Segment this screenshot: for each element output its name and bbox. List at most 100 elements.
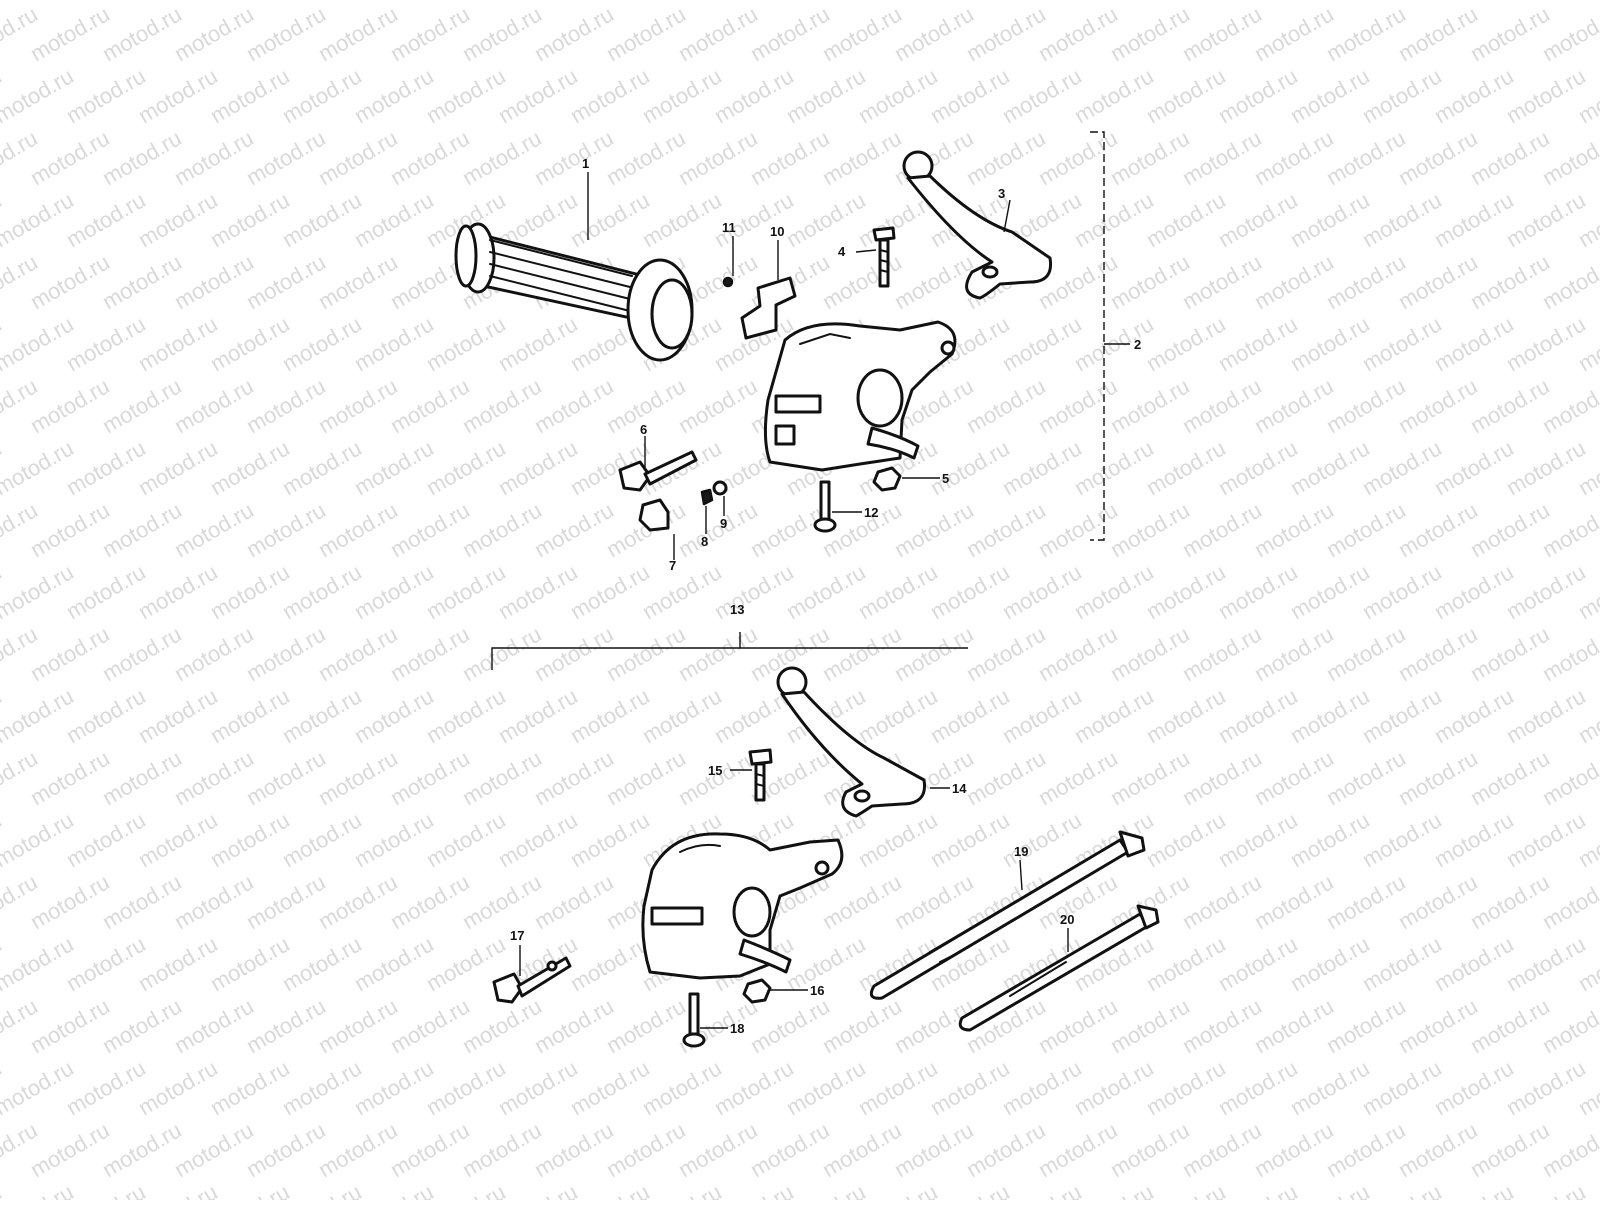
watermark-text: motod.ru: [206, 683, 294, 748]
watermark-text: motod.ru: [602, 1, 690, 66]
watermark-text: motod.ru: [278, 1055, 366, 1120]
watermark-text: motod.ru: [62, 63, 150, 128]
watermark-text: motod.ru: [638, 1055, 726, 1120]
watermark-text: motod.ru: [1430, 683, 1518, 748]
watermark-text: motod.ru: [674, 1117, 762, 1182]
watermark-text: motod.ru: [1358, 187, 1446, 252]
watermark-text: motod.ru: [1394, 869, 1482, 934]
watermark-text: motod.ru: [26, 249, 114, 314]
watermark-text: motod.ru: [1538, 1117, 1600, 1182]
watermark-text: motod.ru: [1106, 497, 1194, 562]
watermark-text: motod.ru: [890, 869, 978, 934]
watermark-text: motod.ru: [782, 1055, 870, 1120]
watermark-text: motod.ru: [782, 931, 870, 996]
watermark-text: motod.ru: [1178, 745, 1266, 810]
watermark-text: motod.ru: [1250, 621, 1338, 686]
watermark-text: motod.ru: [314, 249, 402, 314]
watermark-text: motod.ru: [206, 559, 294, 624]
watermark-text: motod.ru: [602, 1117, 690, 1182]
watermark-text: motod.ru: [0, 559, 78, 624]
watermark-text: motod.ru: [1250, 249, 1338, 314]
watermark-text: motod.ru: [0, 683, 78, 748]
watermark-text: motod.ru: [1070, 187, 1158, 252]
watermark-text: motod.ru: [926, 0, 1014, 4]
watermark-text: motod.ru: [962, 745, 1050, 810]
group-bracket-2: [1090, 131, 1130, 541]
watermark-text: motod.ru: [566, 187, 654, 252]
watermark-text: motod.ru: [1430, 807, 1518, 872]
watermark-text: motod.ru: [170, 1117, 258, 1182]
watermark-text: motod.ru: [1034, 125, 1122, 190]
watermark-text: motod.ru: [26, 1, 114, 66]
watermark-text: motod.ru: [926, 1055, 1014, 1120]
watermark-text: motod.ru: [494, 0, 582, 4]
watermark-text: motod.ru: [1106, 1, 1194, 66]
cable-tie-long: [869, 830, 1146, 1000]
watermark-text: motod.ru: [1142, 559, 1230, 624]
watermark-text: motod.ru: [1358, 931, 1446, 996]
watermark-text: motod.ru: [1538, 249, 1600, 314]
watermark-text: motod.ru: [998, 435, 1086, 500]
watermark-text: motod.ru: [1070, 1055, 1158, 1120]
watermark-text: motod.ru: [314, 1, 402, 66]
watermark-text: motod.ru: [0, 931, 78, 996]
watermark-text: motod.ru: [1538, 373, 1600, 438]
watermark-text: motod.ru: [98, 1, 186, 66]
watermark-text: motod.ru: [674, 1, 762, 66]
watermark-text: motod.ru: [962, 1, 1050, 66]
callout-19: 19: [1014, 844, 1028, 859]
watermark-text: motod.ru: [1178, 1117, 1266, 1182]
watermark-text: motod.ru: [386, 497, 474, 562]
watermark-text: motod.ru: [890, 497, 978, 562]
watermark-text: motod.ru: [1034, 497, 1122, 562]
watermark-text: motod.ru: [278, 931, 366, 996]
watermark-text: motod.ru: [1142, 0, 1230, 4]
watermark-text: motod.ru: [566, 807, 654, 872]
watermark-text: motod.ru: [1358, 807, 1446, 872]
watermark-text: motod.ru: [818, 869, 906, 934]
watermark-text: motod.ru: [386, 1, 474, 66]
watermark-text: motod.ru: [422, 0, 510, 4]
watermark-text: motod.ru: [926, 63, 1014, 128]
watermark-text: motod.ru: [134, 807, 222, 872]
watermark-text: motod.ru: [1214, 311, 1302, 376]
watermark-text: motod.ru: [278, 0, 366, 4]
watermark-text: motod.ru: [1178, 125, 1266, 190]
watermark-text: motod.ru: [1358, 683, 1446, 748]
watermark-text: motod.ru: [1466, 373, 1554, 438]
watermark-text: motod.ru: [998, 683, 1086, 748]
small-switch: [618, 450, 698, 492]
watermark-text: motod.ru: [350, 559, 438, 624]
watermark-text: motod.ru: [530, 1117, 618, 1182]
watermark-text: motod.ru: [62, 807, 150, 872]
watermark-text: motod.ru: [1502, 807, 1590, 872]
watermark-text: motod.ru: [170, 373, 258, 438]
callout-4: 4: [838, 244, 846, 259]
watermark-text: motod.ru: [458, 125, 546, 190]
watermark-text: motod.ru: [1322, 125, 1410, 190]
callout-10: 10: [770, 224, 784, 239]
callout-11: 11: [722, 220, 736, 235]
watermark-text: motod.ru: [422, 435, 510, 500]
watermark-text: motod.ru: [746, 1, 834, 66]
watermark-text: motod.ru: [1538, 869, 1600, 934]
watermark-text: motod.ru: [1322, 745, 1410, 810]
watermark-text: motod.ru: [458, 869, 546, 934]
watermark-text: motod.ru: [26, 373, 114, 438]
watermark-text: motod.ru: [1466, 745, 1554, 810]
watermark-text: motod.ru: [386, 125, 474, 190]
watermark-text: motod.ru: [242, 869, 330, 934]
watermark-text: motod.ru: [1214, 0, 1302, 4]
watermark-text: motod.ru: [278, 435, 366, 500]
watermark-text: motod.ru: [1142, 807, 1230, 872]
watermark-text: motod.ru: [1286, 683, 1374, 748]
watermark-text: motod.ru: [314, 621, 402, 686]
watermark-text: motod.ru: [278, 807, 366, 872]
watermark-text: motod.ru: [386, 621, 474, 686]
watermark-text: motod.ru: [1250, 497, 1338, 562]
mount-screw-upper: [813, 480, 837, 533]
watermark-text: motod.ru: [1214, 435, 1302, 500]
watermark-text: motod.ru: [422, 559, 510, 624]
watermark-text: motod.ru: [1142, 683, 1230, 748]
